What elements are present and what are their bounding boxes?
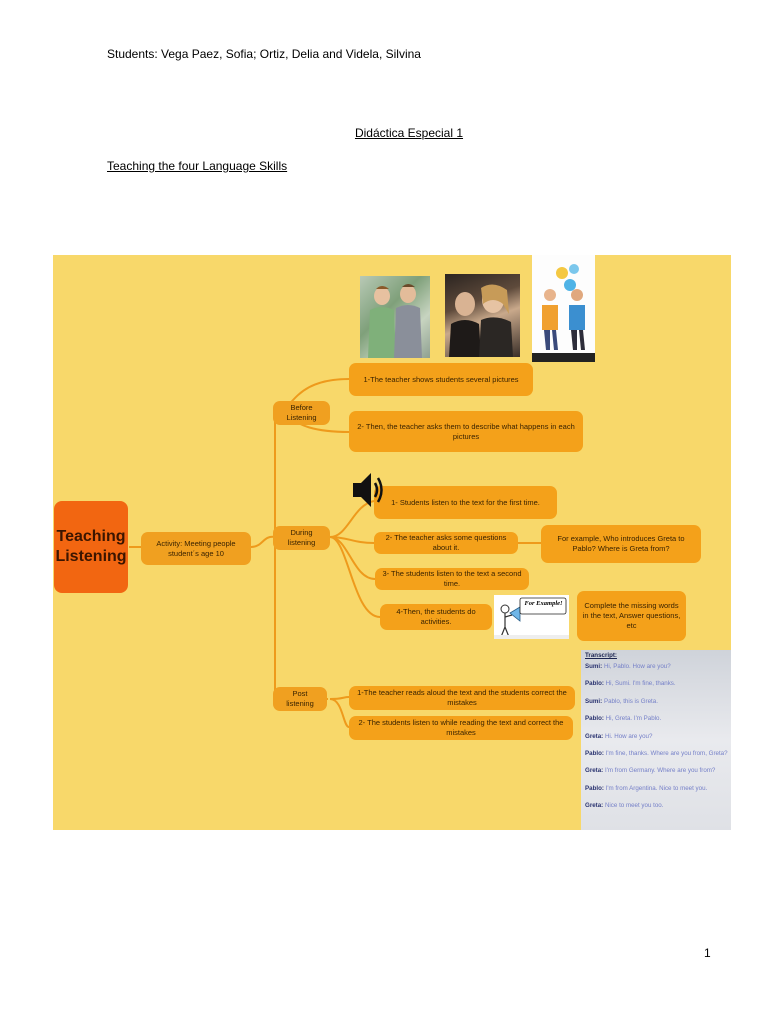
photo-two-boys xyxy=(360,276,430,358)
transcript-line: Sumi: Hi, Pablo. How are you? xyxy=(585,663,671,670)
students-line: Students: Vega Paez, Sofia; Ortiz, Delia… xyxy=(107,47,421,61)
transcript-line: Pablo: Hi, Greta. I'm Pablo. xyxy=(585,715,662,723)
transcript-line: Greta: Nice to meet you too. xyxy=(585,802,664,810)
root-node-teaching-listening: Teaching Listening xyxy=(54,501,128,593)
transcript-photo: Transcript: Sumi: Hi, Pablo. How are you… xyxy=(581,650,731,830)
stage-during-listening: During listening xyxy=(273,526,330,550)
post-step-1: 1-The teacher reads aloud the text and t… xyxy=(349,686,575,710)
megaphone-icon xyxy=(509,606,521,622)
before-step-2: 2- Then, the teacher asks them to descri… xyxy=(349,411,583,452)
during-example-questions: For example, Who introduces Greta to Pab… xyxy=(541,525,701,563)
transcript-line: Sumi: Pablo, this is Greta. xyxy=(585,697,658,705)
stage-before-listening: Before Listening xyxy=(273,401,330,425)
for-example-graphic: For Example! xyxy=(494,595,569,639)
course-title: Didáctica Especial 1 xyxy=(354,126,464,140)
transcript-line: Pablo: Hi, Sumi. I'm fine, thanks. xyxy=(585,680,676,688)
transcript-line: Greta: I'm from Germany. Where are you f… xyxy=(585,767,716,775)
before-step-1: 1-The teacher shows students several pic… xyxy=(349,363,533,396)
transcript-line: Pablo: I'm fine, thanks. Where are you f… xyxy=(585,749,728,757)
transcript-line: Greta: Hi. How are you? xyxy=(585,732,653,740)
page-number: 1 xyxy=(704,946,711,960)
transcript-line: Pablo: I'm from Argentina. Nice to meet … xyxy=(585,784,708,792)
photo-group-greeting xyxy=(445,274,520,357)
during-step-1: 1- Students listen to the text for the f… xyxy=(374,486,557,519)
mind-map: Teaching Listening Activity: Meeting peo… xyxy=(53,255,731,830)
during-example-activities: Complete the missing words in the text, … xyxy=(577,591,686,641)
activity-node: Activity: Meeting people student´s age 1… xyxy=(141,532,251,565)
post-step-2: 2- The students listen to while reading … xyxy=(349,716,573,740)
document-subtitle: Teaching the four Language Skills xyxy=(107,159,288,173)
speaker-icon xyxy=(353,473,383,507)
during-step-3: 3- The students listen to the text a sec… xyxy=(375,568,529,590)
for-example-label: For Example! xyxy=(524,600,563,607)
stage-post-listening: Post listening xyxy=(273,687,327,711)
transcript-title: Transcript: xyxy=(585,652,617,659)
during-step-2: 2- The teacher asks some questions about… xyxy=(374,532,518,554)
during-step-4: 4-Then, the students do activities. xyxy=(380,604,492,630)
illustration-two-people-talking xyxy=(532,255,595,362)
